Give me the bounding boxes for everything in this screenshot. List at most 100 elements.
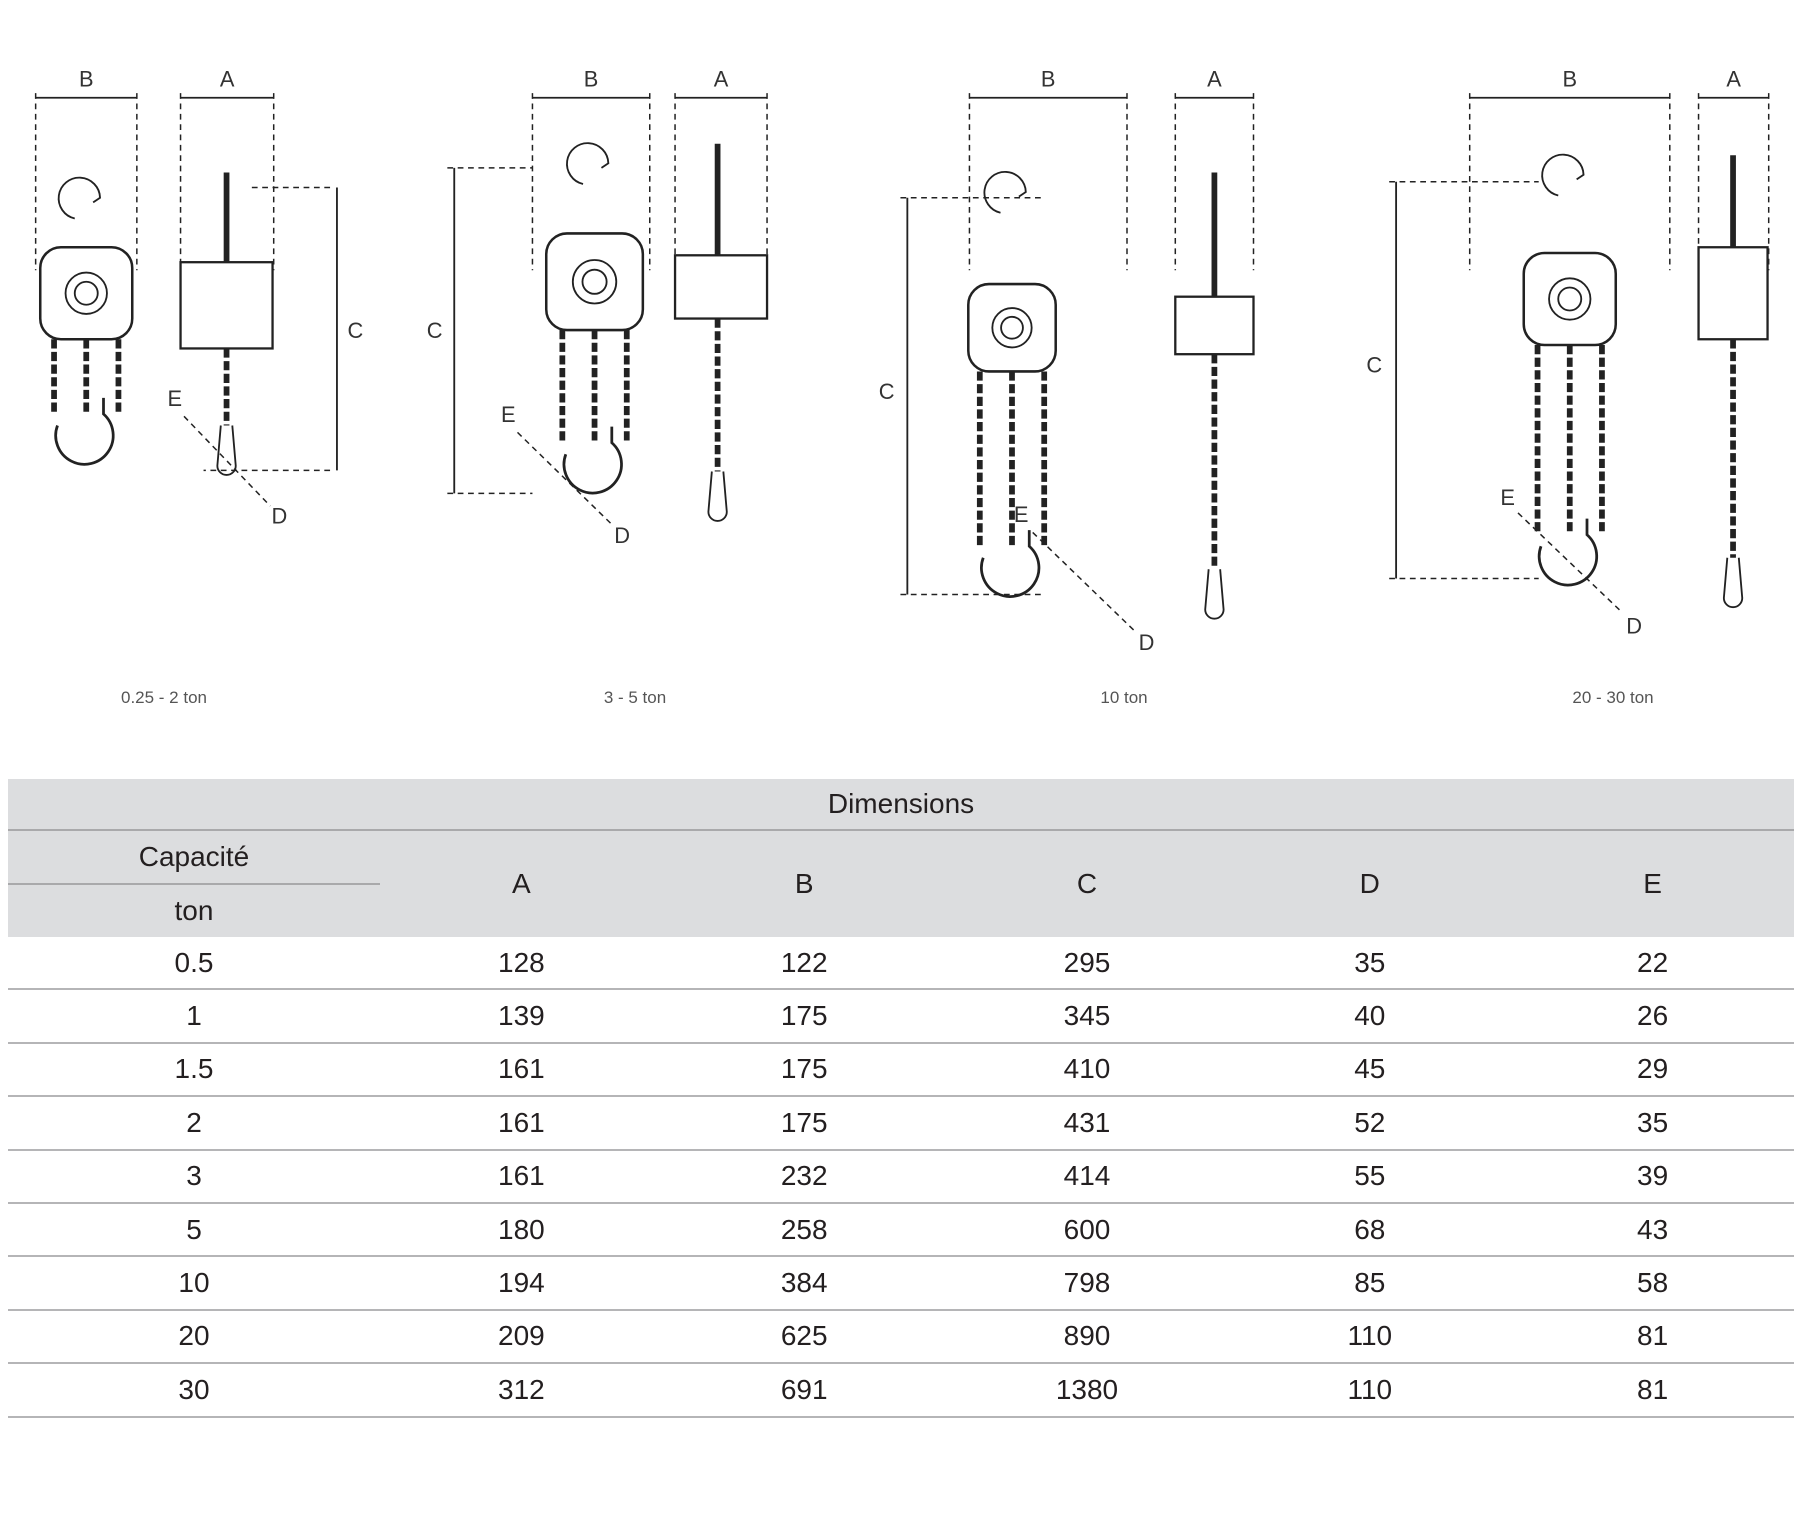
side-body [1174, 295, 1255, 356]
dimension-cell-b: 175 [662, 1096, 946, 1151]
dimension-cell-d: 45 [1228, 1042, 1512, 1098]
capacity-unit-header: ton [8, 884, 380, 937]
dimension-label-c: C [879, 379, 895, 404]
dimension-cell-e: 58 [1511, 1256, 1794, 1311]
hoist-wheel [991, 307, 1033, 349]
dimension-cell-a: 161 [380, 1096, 663, 1151]
hoist-wheel [571, 259, 618, 305]
dimension-cell-b: 258 [662, 1202, 946, 1258]
side-bottom-hook [216, 425, 237, 476]
hoist-body [1522, 251, 1618, 347]
dimension-label-a: A [1207, 66, 1222, 91]
hoist-body [38, 245, 134, 341]
dimension-label-a: A [714, 66, 729, 91]
capacity-cell: 1.5 [8, 1042, 380, 1098]
dimension-cell-a: 209 [380, 1309, 663, 1365]
hoist-figure: B A C E D [427, 66, 769, 548]
side-bottom-hook [1722, 557, 1744, 609]
dimension-cell-c: 414 [945, 1149, 1229, 1204]
figure-caption-10-ton: 10 ton [1100, 688, 1148, 707]
capacity-cell: 20 [8, 1309, 380, 1365]
dimension-cell-e: 29 [1511, 1042, 1794, 1098]
dimension-label-c: C [427, 318, 443, 343]
dimension-cell-d: 85 [1228, 1256, 1512, 1311]
capacity-cell: 1 [8, 989, 380, 1044]
capacity-cell: 30 [8, 1363, 380, 1418]
dimension-cell-a: 180 [380, 1202, 663, 1258]
hoist-figure: B A C E D [879, 66, 1255, 655]
bottom-hook [562, 426, 623, 495]
dimension-label-c: C [1366, 353, 1382, 378]
dimension-line-d [516, 431, 613, 525]
dimension-label-e: E [501, 402, 516, 427]
dimension-cell-d: 40 [1228, 989, 1512, 1044]
dimension-cell-c: 295 [945, 937, 1229, 991]
dimension-cell-e: 22 [1511, 937, 1794, 991]
dimension-cell-b: 175 [662, 1042, 946, 1098]
dimension-cell-c: 600 [945, 1202, 1229, 1258]
dimension-cell-d: 52 [1228, 1096, 1512, 1151]
dimension-line-d [183, 415, 271, 507]
dimension-cell-d: 110 [1228, 1309, 1512, 1365]
dimension-cell-d: 35 [1228, 937, 1512, 991]
dimension-label-a: A [1726, 66, 1741, 91]
dimension-label-c: C [347, 318, 363, 343]
dimension-label-b: B [1041, 66, 1056, 91]
dimension-cell-a: 161 [380, 1149, 663, 1204]
dimension-label-d: D [1139, 630, 1155, 655]
dimension-cell-c: 798 [945, 1256, 1229, 1311]
hoist-wheel [1548, 277, 1592, 321]
capacity-cell: 2 [8, 1096, 380, 1151]
dimension-cell-a: 161 [380, 1042, 663, 1098]
hoist-body [544, 232, 645, 332]
dimension-cell-a: 194 [380, 1256, 663, 1311]
top-hook [1541, 153, 1585, 197]
dimension-cell-e: 26 [1511, 989, 1794, 1044]
dimension-label-e: E [1014, 502, 1029, 527]
column-header-d: D [1228, 830, 1512, 937]
hoist-wheel [64, 271, 108, 315]
side-bottom-hook [1204, 569, 1225, 620]
bottom-hook [54, 397, 115, 466]
dimension-label-b: B [584, 66, 599, 91]
dimension-cell-e: 81 [1511, 1309, 1794, 1365]
dimension-label-d: D [272, 503, 288, 528]
top-hook [566, 142, 610, 185]
figure-caption-0-25-2-ton: 0.25 - 2 ton [120, 688, 208, 707]
dimension-cell-e: 35 [1511, 1096, 1794, 1151]
capacity-cell: 5 [8, 1202, 380, 1258]
dimension-cell-c: 1380 [945, 1363, 1229, 1418]
dimension-cell-c: 345 [945, 989, 1229, 1044]
dimension-cell-b: 625 [662, 1309, 946, 1365]
dimension-label-e: E [1500, 485, 1515, 510]
capacity-cell: 10 [8, 1256, 380, 1311]
dimension-label-b: B [1562, 66, 1577, 91]
figure-caption-3-5-ton: 3 - 5 ton [603, 688, 667, 707]
side-body [673, 254, 769, 320]
dimension-cell-b: 122 [662, 937, 946, 991]
bottom-hook [1537, 518, 1599, 587]
dimension-line-d [1032, 531, 1137, 634]
column-header-e: E [1511, 830, 1794, 937]
dimension-label-d: D [614, 523, 630, 548]
dimension-label-b: B [79, 66, 94, 91]
capacity-cell: 3 [8, 1149, 380, 1204]
dimension-cell-b: 691 [662, 1363, 946, 1418]
dimension-cell-d: 55 [1228, 1149, 1512, 1204]
dimension-cell-a: 128 [380, 937, 663, 991]
capacity-header: Capacité [8, 830, 380, 885]
hoist-wheel-hub [581, 268, 608, 295]
column-header-a: A [380, 830, 663, 937]
column-header-b: B [662, 830, 946, 937]
dimension-cell-b: 384 [662, 1256, 946, 1311]
dimension-cell-d: 68 [1228, 1202, 1512, 1258]
